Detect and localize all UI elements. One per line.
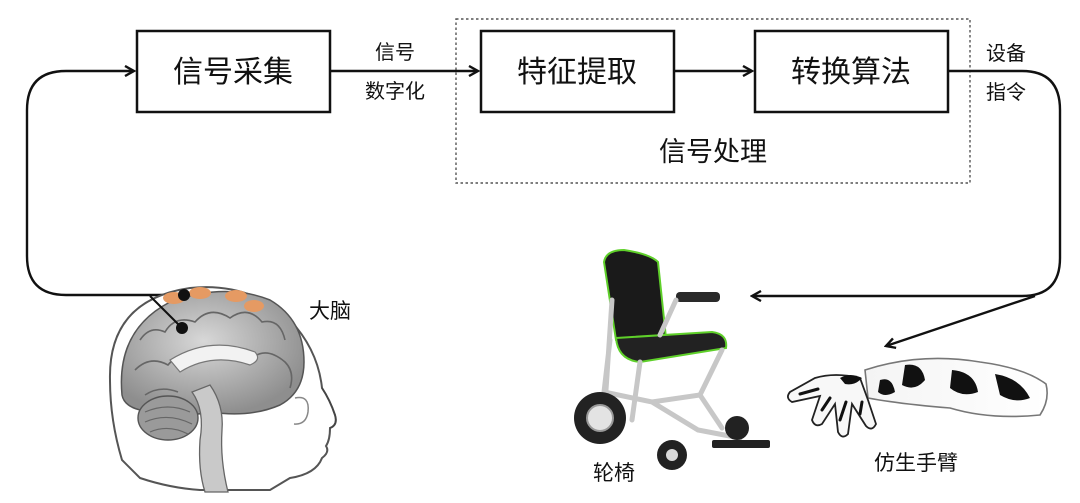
wheelchair-backrest bbox=[602, 248, 668, 342]
electrode bbox=[189, 287, 211, 299]
prosthetic-arm-label: 仿生手臂 bbox=[874, 451, 958, 475]
arm-fingers-detail bbox=[798, 387, 864, 422]
wheelchair-illustration bbox=[574, 248, 770, 470]
wheelchair-armrest bbox=[676, 292, 720, 302]
prosthetic-arm-illustration bbox=[787, 357, 1048, 438]
conversion-algorithm-box bbox=[753, 29, 950, 114]
signal-processing-group bbox=[455, 18, 971, 184]
feature-extraction-label: 特征提取 bbox=[517, 55, 637, 90]
arm-pattern bbox=[878, 364, 1030, 401]
brain-folds bbox=[134, 311, 293, 396]
arrow-to-prosthetic bbox=[886, 294, 1036, 346]
wheelchair-label: 轮椅 bbox=[593, 461, 635, 485]
ear bbox=[293, 396, 309, 425]
arrow-device-command bbox=[752, 69, 1062, 296]
edge-label-command-line1: 设备 bbox=[986, 41, 1026, 65]
edge-label-command-line2: 指令 bbox=[986, 80, 1026, 104]
edge-label-digitize-line2: 数字化 bbox=[365, 79, 425, 103]
brain-stem bbox=[190, 384, 229, 493]
brain-pointer-dot bbox=[176, 322, 188, 334]
brain-label: 大脑 bbox=[309, 299, 351, 323]
arrow-feedback-loop bbox=[25, 71, 184, 297]
wheelchair-footrest bbox=[712, 440, 770, 448]
conversion-algorithm-label: 转换算法 bbox=[791, 55, 911, 90]
wheelchair-front-hub bbox=[666, 449, 678, 461]
signal-pointer-dot bbox=[178, 289, 190, 301]
cerebellum-folds bbox=[144, 406, 193, 435]
signal-processing-label: 信号处理 bbox=[659, 137, 767, 168]
wheelchair-rear-hub bbox=[586, 404, 614, 432]
feature-extraction-box bbox=[479, 29, 676, 114]
wheelchair-caster bbox=[725, 416, 749, 440]
face-profile bbox=[321, 387, 337, 429]
electrode bbox=[225, 290, 247, 302]
pointer-line bbox=[149, 295, 183, 329]
electrode bbox=[244, 300, 264, 312]
wheelchair-seat bbox=[614, 330, 728, 364]
edge-label-digitize-line1: 信号 bbox=[375, 40, 415, 64]
arm-joint-detail bbox=[840, 375, 862, 385]
brain-illustration bbox=[108, 286, 337, 493]
corpus-callosum bbox=[169, 344, 259, 373]
signal-acquisition-label: 信号采集 bbox=[173, 55, 293, 90]
wheelchair-frame bbox=[601, 297, 743, 441]
